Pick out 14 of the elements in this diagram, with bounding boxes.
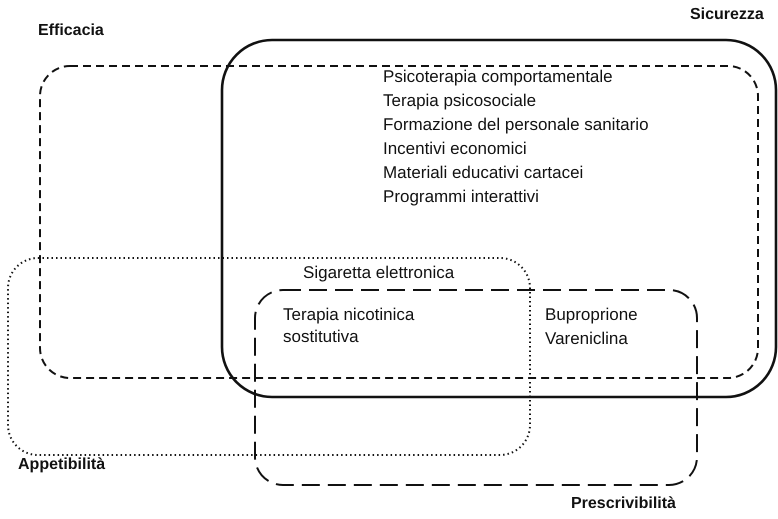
item-label: Terapia nicotinica sostitutiva <box>283 304 416 348</box>
item-label: Sigaretta elettronica <box>303 262 454 284</box>
set-title: Sicurezza <box>690 6 764 24</box>
item-label: Buproprione <box>545 304 638 326</box>
item-label: Programmi interattivi <box>383 186 539 208</box>
item-label: Psicoterapia comportamentale <box>383 66 613 88</box>
item-label: Vareniclina <box>545 328 628 350</box>
set-title: Prescrivibilità <box>571 495 676 513</box>
set-title: Appetibilità <box>18 456 106 474</box>
item-label: Materiali educativi cartacei <box>383 162 584 184</box>
item-label: Formazione del personale sanitario <box>383 114 649 136</box>
item-label: Terapia psicosociale <box>383 90 536 112</box>
item-label: Incentivi economici <box>383 138 527 160</box>
set-title: Efficacia <box>38 22 104 40</box>
